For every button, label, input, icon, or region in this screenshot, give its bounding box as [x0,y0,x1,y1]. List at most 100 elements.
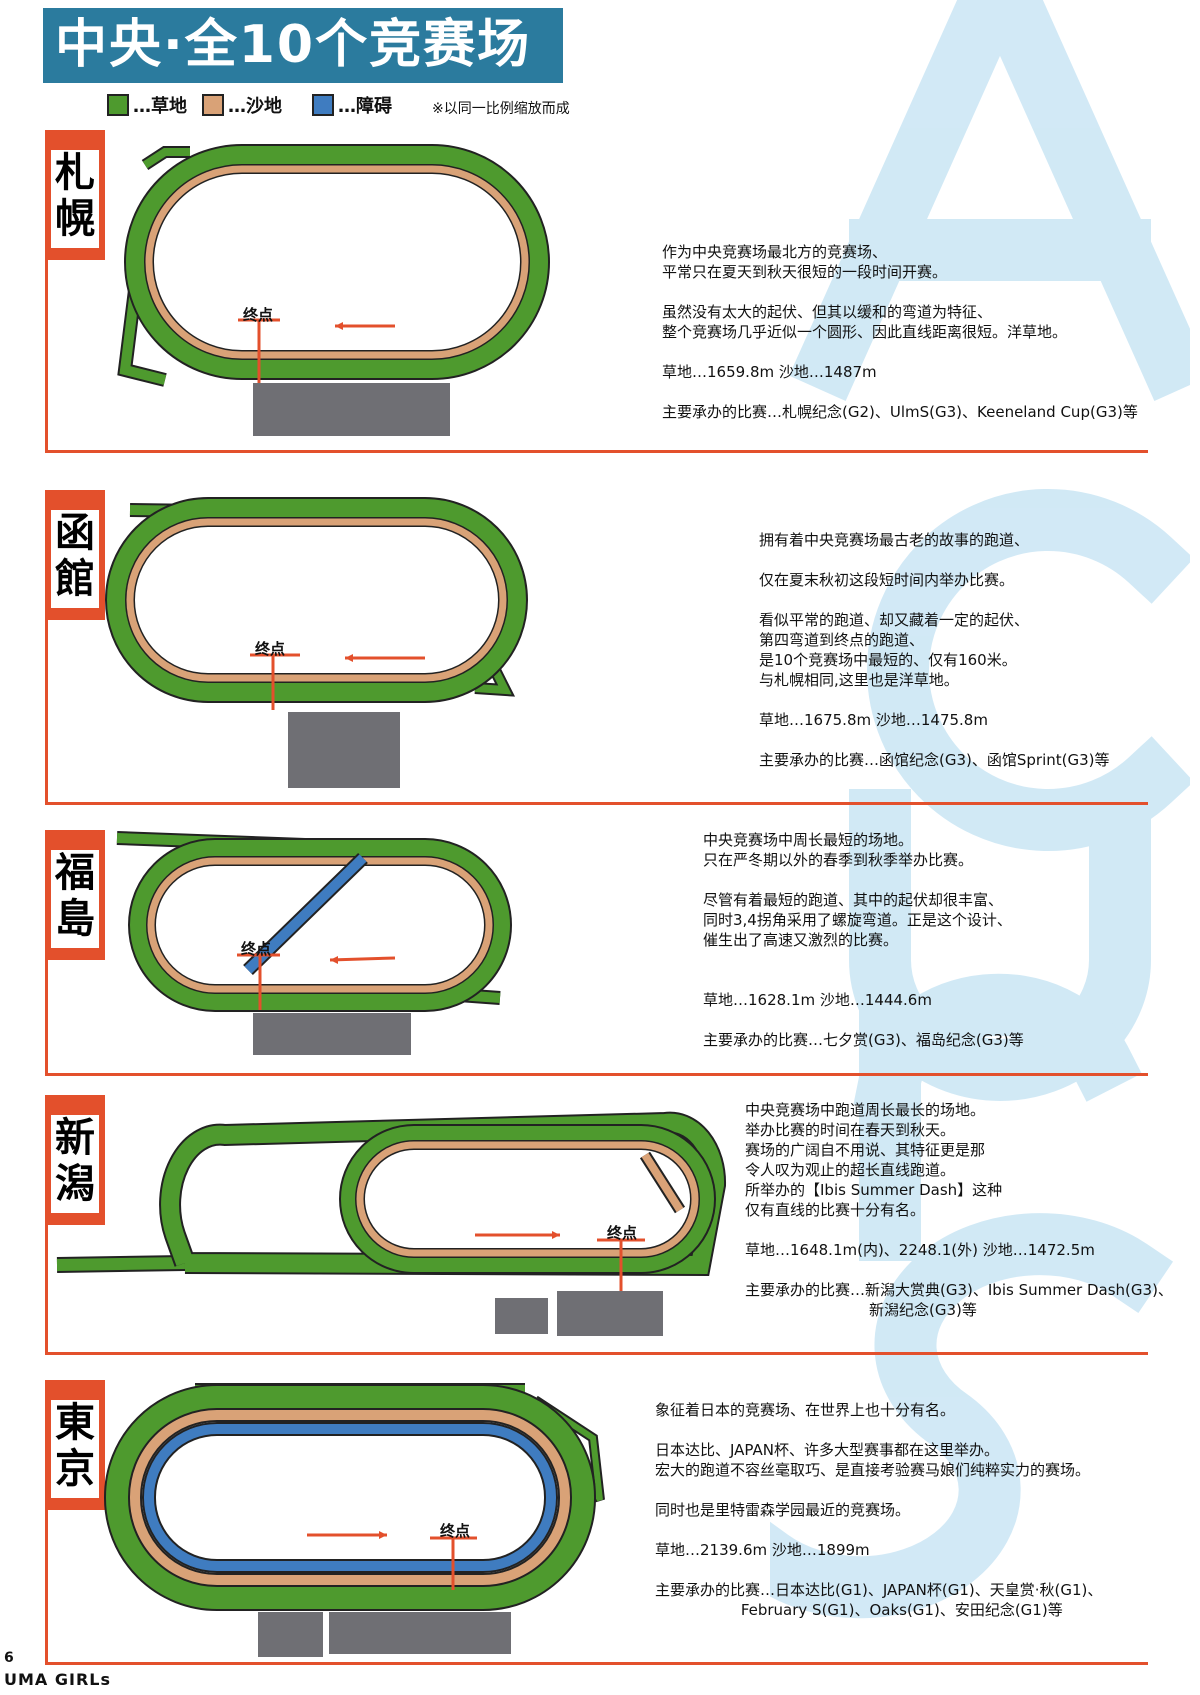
course-name-char: 函 [55,510,95,556]
description-line: 赛场的广阔自不用说、其特征更是那 [745,1141,986,1159]
dirt-swatch [202,94,224,116]
description-line: 令人叹为观止的超长直线跑道。 [745,1161,956,1179]
description-line: 虽然没有太大的起伏、但其以缓和的弯道为特征、 [662,303,993,321]
legend-obstacle-label: …障碍 [338,96,392,117]
goal-label: 终点 [241,940,272,958]
description-line: 同时3,4拐角采用了螺旋弯道。正是这个设计、 [703,911,1012,929]
turf-swatch [107,94,129,116]
page-number: 6 [4,1650,14,1666]
course-description: 中央竞赛场中周长最短的场地。 只在严冬期以外的春季到秋季举办比赛。 尽管有着最短… [703,830,1024,1050]
description-line: 主要承办的比赛…函馆纪念(G3)、函馆Sprint(G3)等 [759,751,1110,769]
legend-note: ※以同一比例缩放而成 [432,101,570,117]
course-name-char: 札 [55,150,95,196]
course-section-hakodate: 函 館 终点 拥有着中央竞赛场最古老的故事的跑道、 仅在夏末秋初这段短时间内举办… [45,490,1148,805]
track-map-hakodate [105,497,528,788]
section-frame [45,1095,1148,1355]
description-line [655,1420,1102,1440]
course-name-tab: 福 島 [45,830,105,960]
description-line: 作为中央竞赛场最北方的竞赛场、 [662,243,888,261]
description-line: 举办比赛的时间在春天到秋天。 [745,1121,956,1139]
goal-label: 终点 [255,640,286,658]
description-line [703,950,1024,970]
description-line: 宏大的跑道不容丝毫取巧、是直接考验赛马娘们纯粹实力的赛场。 [655,1461,1091,1479]
description-line [662,282,1138,302]
course-name-char: 館 [55,556,95,602]
description-line: 主要承办的比赛…日本达比(G1)、JAPAN杯(G1)、天皇赏·秋(G1)、 [655,1581,1103,1599]
description-line: 看似平常的跑道、却又藏着一定的起伏、 [759,611,1030,629]
description-line: 中央竞赛场中跑道周长最长的场地。 [745,1101,986,1119]
legend-turf: …草地 [107,92,187,118]
description-line: 催生出了高速又激烈的比赛。 [703,931,899,949]
course-section-tokyo: 東 京 终点 象征着日本的竞赛场、在世界上也十分有名。 日本达比、JAPAN杯、… [45,1380,1148,1665]
background-watermark-letters [770,0,1190,1619]
description-line: 与札幌相同,这里也是洋草地。 [759,671,959,689]
course-name-char: 東 [55,1400,95,1446]
course-name-tab: 東 京 [45,1380,105,1510]
description-line: 只在严冬期以外的春季到秋季举办比赛。 [703,851,974,869]
description-line [655,1560,1102,1580]
description-line: 同时也是里特雷森学园最近的竞赛场。 [655,1501,911,1519]
goal-label: 终点 [243,306,274,324]
description-line: 新潟纪念(G3)等 [745,1301,977,1319]
course-name-char: 幌 [55,196,95,242]
track-map-niigata [56,1111,727,1336]
description-line: 是10个竞赛场中最短的、仅有160米。 [759,651,1017,669]
description-line [662,382,1138,402]
course-name-char: 新 [55,1115,95,1161]
course-name-tab: 新 潟 [45,1095,105,1225]
description-line: 中央竞赛场中周长最短的场地。 [703,831,914,849]
description-line [759,730,1110,750]
description-line [759,690,1110,710]
section-frame [45,1380,1148,1665]
course-description: 拥有着中央竞赛场最古老的故事的跑道、 仅在夏末秋初这段短时间内举办比赛。 看似平… [759,530,1110,770]
course-name-char: 福 [55,850,95,896]
description-line: 尽管有着最短的跑道、其中的起伏却很丰富、 [703,891,1004,909]
course-name-tab: 札 幌 [45,130,105,260]
course-description: 象征着日本的竞赛场、在世界上也十分有名。 日本达比、JAPAN杯、许多大型赛事都… [655,1400,1102,1620]
description-line: 草地…2139.6m 沙地…1899m [655,1541,870,1559]
description-line: 日本达比、JAPAN杯、许多大型赛事都在这里举办。 [655,1441,999,1459]
description-line: 象征着日本的竞赛场、在世界上也十分有名。 [655,1401,956,1419]
description-line: 仅有直线的比赛十分有名。 [745,1201,926,1219]
course-section-sapporo: 札 幌 终点 作为中央竞赛场最北方的竞赛场、 平常只在夏天到秋天很短的一段时间开… [45,130,1148,453]
course-name-tab: 函 館 [45,490,105,620]
track-map-sapporo [117,144,550,436]
description-line [703,870,1024,890]
description-line: 第四弯道到终点的跑道、 [759,631,925,649]
legend-turf-label: …草地 [133,96,187,117]
track-map-tokyo [104,1383,605,1657]
course-description: 中央竞赛场中跑道周长最长的场地。 举办比赛的时间在春天到秋天。 赛场的广阔自不用… [745,1100,1173,1320]
description-line: 草地…1659.8m 沙地…1487m [662,363,877,381]
description-line [655,1480,1102,1500]
description-line [662,342,1138,362]
description-line: 平常只在夏天到秋天很短的一段时间开赛。 [662,263,948,281]
description-line: February S(G1)、Oaks(G1)、安田纪念(G1)等 [655,1601,1063,1619]
legend-obstacle: …障碍 [312,92,392,118]
course-description: 作为中央竞赛场最北方的竞赛场、 平常只在夏天到秋天很短的一段时间开赛。 虽然没有… [662,242,1138,422]
course-name-char: 島 [55,896,95,942]
legend-dirt: …沙地 [202,92,282,118]
description-line [745,1220,1173,1240]
description-line: 主要承办的比赛…七夕赏(G3)、福岛纪念(G3)等 [703,1031,1024,1049]
description-line [703,970,1024,990]
course-name-char: 潟 [55,1161,95,1207]
goal-label: 终点 [440,1522,471,1540]
section-frame [45,490,1148,805]
description-line [703,1010,1024,1030]
description-line [655,1520,1102,1540]
course-section-niigata: 新 潟 终点 中央竞赛场中跑道周长最长的场地。 举办比赛的时间在春天到秋天。 赛… [45,1095,1173,1355]
description-line: 主要承办的比赛…札幌纪念(G2)、UlmS(G3)、Keeneland Cup(… [662,403,1138,421]
description-line: 所举办的【Ibis Summer Dash】这种 [745,1181,1003,1199]
description-line [759,550,1110,570]
description-line: 整个竞赛场几乎近似一个圆形、因此直线距离很短。洋草地。 [662,323,1068,341]
description-line: 主要承办的比赛…新潟大赏典(G3)、Ibis Summer Dash(G3)、 [745,1281,1173,1299]
obstacle-swatch [312,94,334,116]
section-frame [45,130,1148,453]
description-line: 仅在夏末秋初这段短时间内举办比赛。 [759,571,1015,589]
description-line: 草地…1648.1m(内)、2248.1(外) 沙地…1472.5m [745,1241,1095,1259]
page-title: 中央·全10个竞赛场 [43,8,563,83]
course-name-char: 京 [55,1446,95,1492]
course-section-fukushima: 福 島 终点 中央竞赛场中周长最短的场地。 只在严冬期以外的春季到秋季举办比赛。… [45,830,1148,1076]
description-line [745,1260,1173,1280]
magazine-title: UMA GIRLs [4,1670,111,1689]
